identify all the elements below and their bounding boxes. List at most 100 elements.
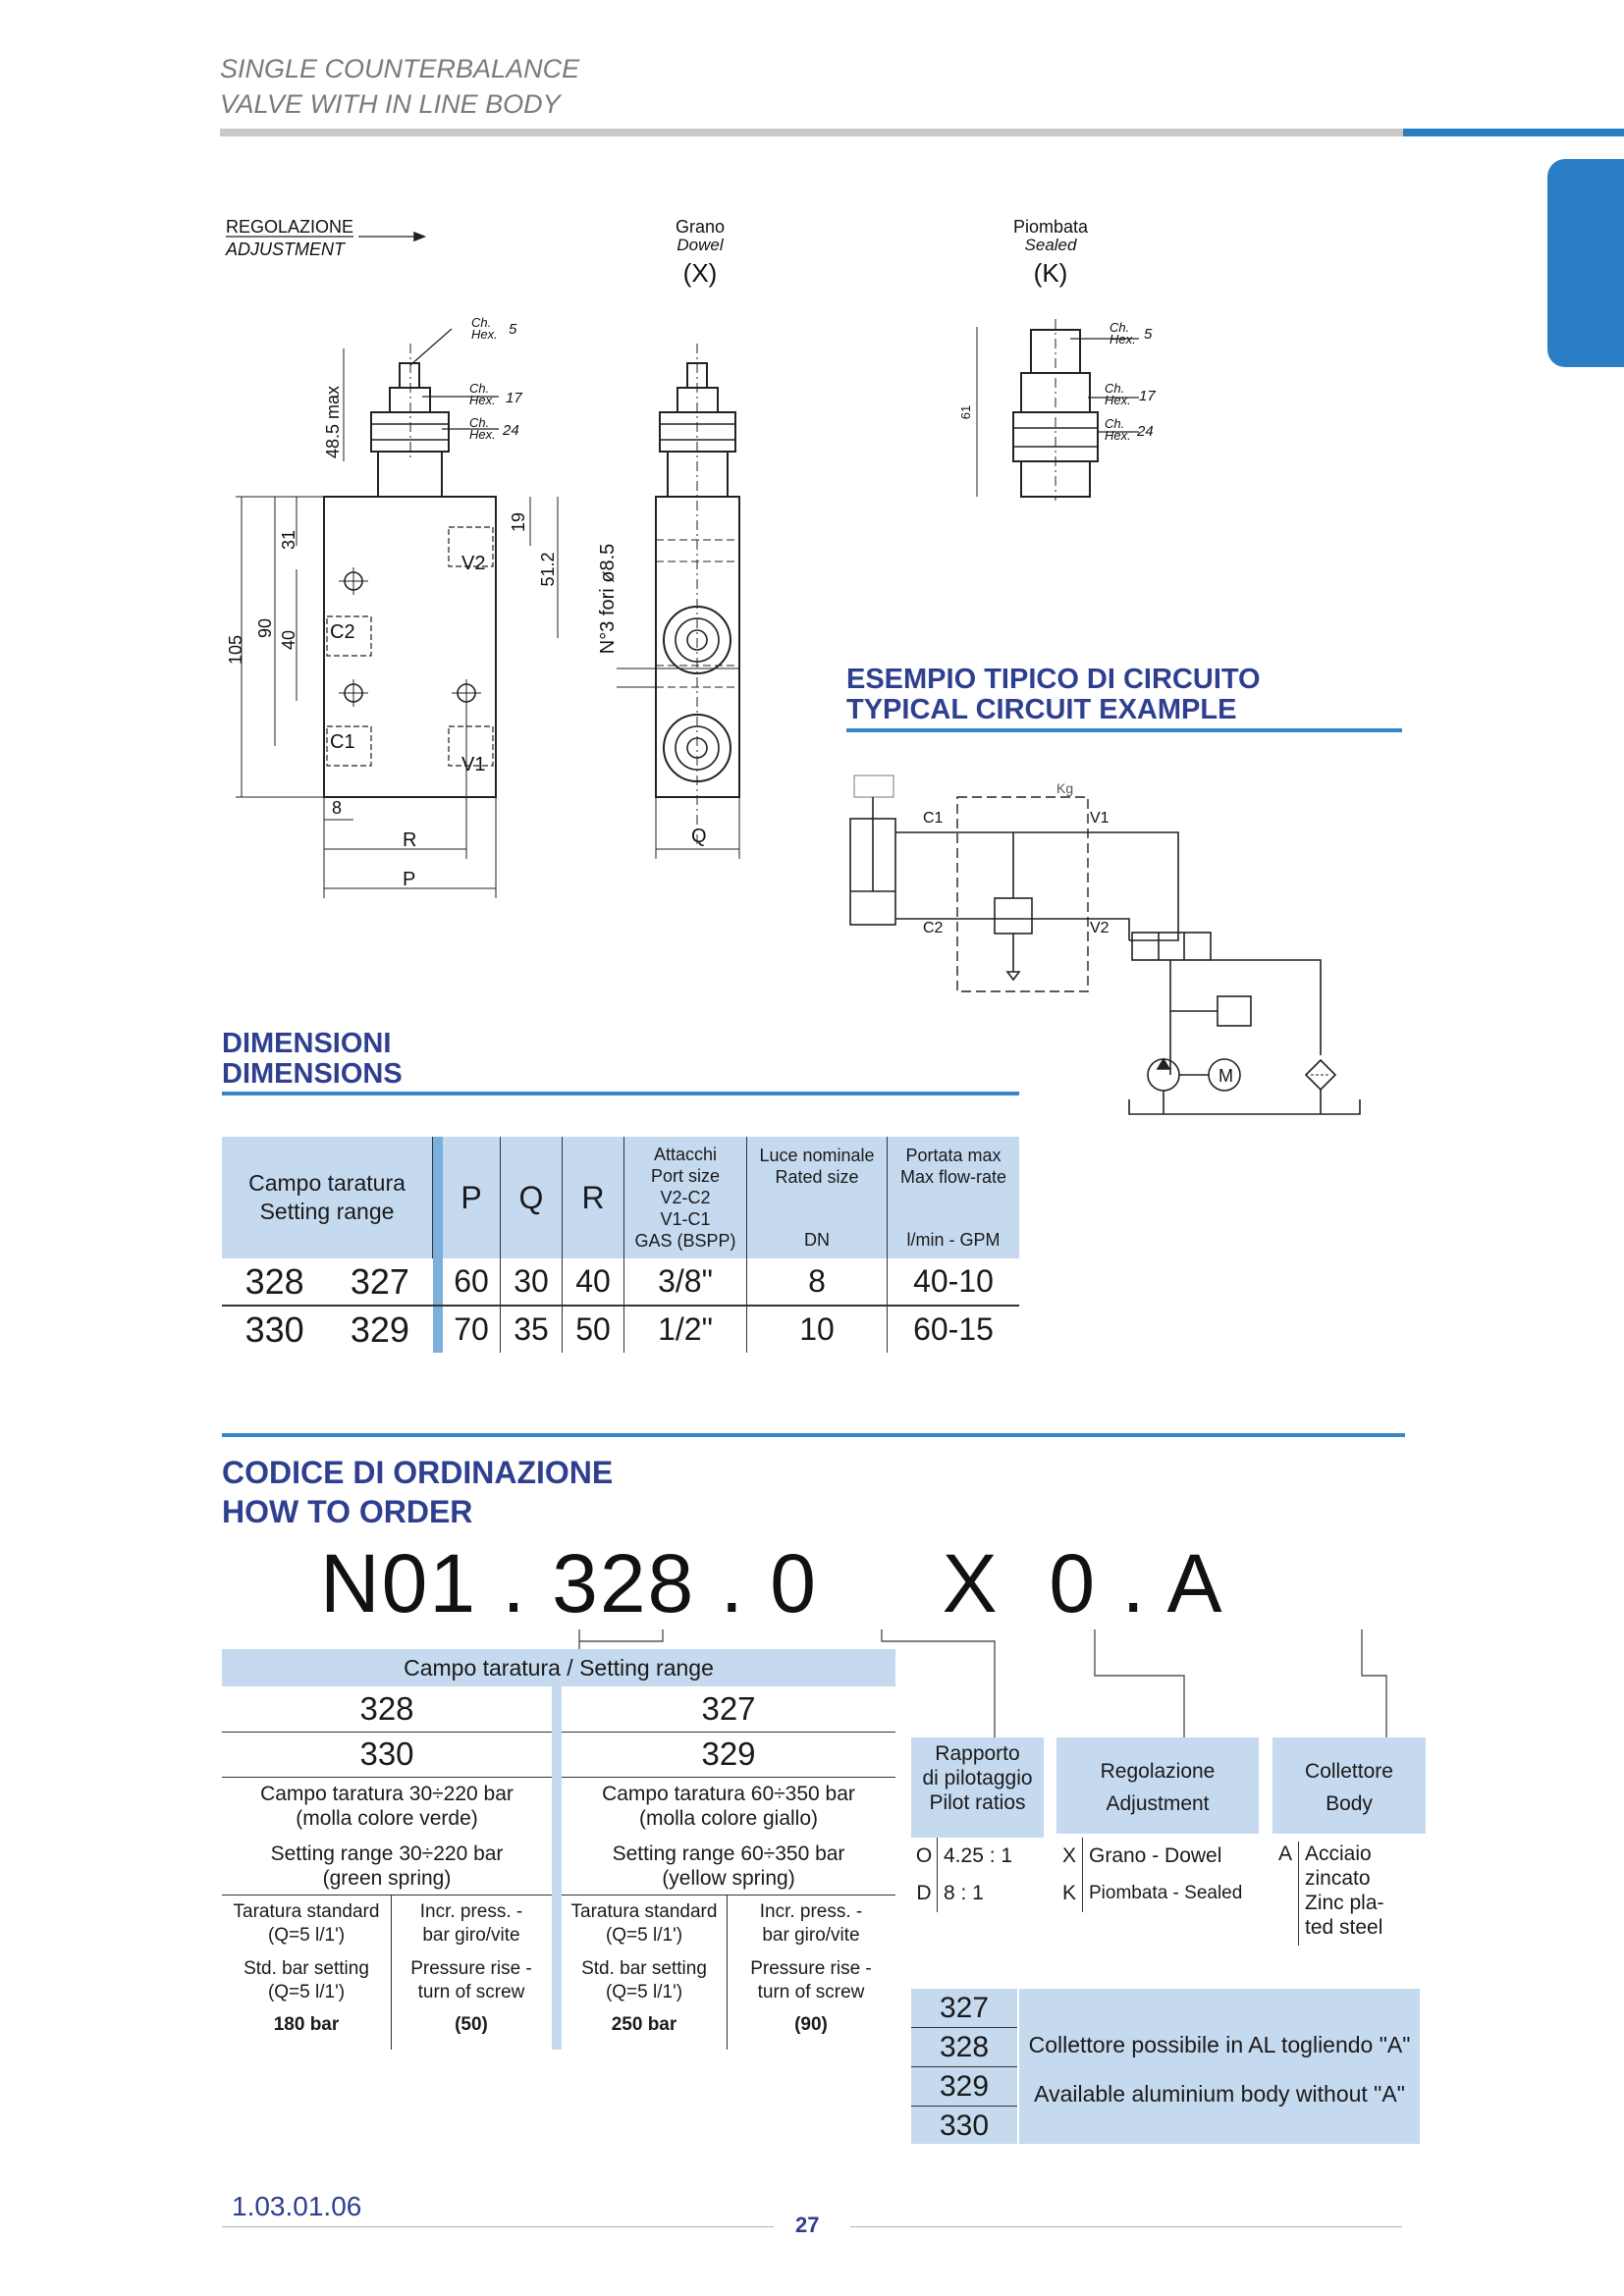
- dimensions-header-row: Campo taratura Setting range P Q R Attac…: [222, 1137, 1019, 1258]
- svg-text:17: 17: [1139, 388, 1156, 404]
- setting-inc-right-en: Pressure rise - turn of screw: [750, 1958, 872, 2002]
- dowel-code: (X): [683, 258, 718, 288]
- order-title-it: CODICE DI ORDINAZIONE: [222, 1455, 614, 1490]
- dimensions-row: 330 329 70 35 50 1/2" 10 60-15: [222, 1306, 1019, 1353]
- circuit-title: ESEMPIO TIPICO DI CIRCUITO TYPICAL CIRCU…: [846, 665, 1261, 725]
- sealed-label-en: Sealed: [1025, 236, 1077, 254]
- svg-text:Hex.: Hex.: [469, 393, 496, 407]
- svg-text:5: 5: [1144, 326, 1153, 343]
- col-rated-size: Luce nominale Rated size DN: [746, 1137, 888, 1258]
- col-flow-rate: Portata max Max flow-rate l/min - GPM: [887, 1137, 1019, 1258]
- setting-std-right-it: Taratura standard (Q=5 l/1'): [570, 1901, 718, 1946]
- row-flow: 60-15: [913, 1311, 994, 1347]
- svg-text:Hex.: Hex.: [1110, 332, 1136, 347]
- row-port: 3/8": [623, 1258, 747, 1307]
- svg-text:Ch.: Ch.: [1110, 320, 1129, 335]
- row-flow: 40-10: [887, 1258, 1019, 1307]
- svg-text:C2: C2: [923, 920, 944, 936]
- header-line-2: VALVE WITH IN LINE BODY: [220, 89, 561, 119]
- svg-text:Hex.: Hex.: [1105, 428, 1131, 443]
- adjustment-label-it: REGOLAZIONE: [226, 217, 353, 237]
- svg-text:48.5 max: 48.5 max: [323, 386, 343, 458]
- svg-text:Q: Q: [691, 826, 707, 847]
- header-rule: [220, 129, 1403, 136]
- alu-code: 329: [911, 2067, 1017, 2107]
- setting-code-left-1: 328: [222, 1686, 552, 1733]
- row-port: 1/2": [623, 1306, 747, 1353]
- setting-range-head: Campo taratura / Setting range: [222, 1649, 895, 1686]
- header-rule-accent: [1403, 129, 1624, 136]
- svg-text:40: 40: [279, 630, 298, 650]
- svg-text:19: 19: [509, 512, 528, 532]
- svg-text:Hex.: Hex.: [1105, 393, 1131, 407]
- setting-std-right-value: 250 bar: [611, 2014, 677, 2035]
- svg-text:V2: V2: [461, 553, 485, 574]
- alu-code: 330: [939, 2109, 990, 2142]
- svg-text:Ch.: Ch.: [469, 415, 489, 430]
- svg-text:90: 90: [255, 618, 275, 638]
- setting-std-left-it: Taratura standard (Q=5 l/1'): [233, 1901, 380, 1946]
- body-option: A Acciaio zincato Zinc pla- ted steel: [1272, 1842, 1426, 1946]
- order-title: CODICE DI ORDINAZIONE HOW TO ORDER: [222, 1453, 613, 1531]
- circuit-title-it: ESEMPIO TIPICO DI CIRCUITO: [846, 664, 1261, 695]
- setting-inc-right-value: (90): [794, 2014, 828, 2035]
- order-top-rule: [222, 1433, 1405, 1437]
- svg-text:61: 61: [958, 405, 973, 419]
- svg-text:17: 17: [506, 390, 522, 406]
- row-code-b: 327: [327, 1258, 433, 1307]
- order-code: N01 . 328 . 0 X 0 . A: [320, 1537, 1224, 1629]
- svg-text:105: 105: [226, 635, 245, 665]
- section-side-tab: [1547, 159, 1624, 367]
- svg-text:31: 31: [279, 530, 298, 550]
- valve-technical-drawing: REGOLAZIONE ADJUSTMENT Grano Dowel (X) P…: [225, 217, 1361, 1115]
- dimensions-title-en: DIMENSIONS: [222, 1058, 403, 1090]
- svg-text:C2: C2: [330, 621, 355, 643]
- footer-rule-right: [850, 2226, 1402, 2227]
- dimensions-title-rule: [222, 1092, 1019, 1095]
- row-r: 50: [562, 1306, 624, 1353]
- svg-text:V2: V2: [1090, 920, 1110, 936]
- setting-desc-right-en: Setting range 60÷350 bar (yellow spring): [612, 1842, 845, 1890]
- aluminium-codes: 327 328 329 330: [911, 1989, 1019, 2144]
- svg-text:V1: V1: [461, 754, 485, 775]
- svg-text:Hex.: Hex.: [471, 327, 498, 342]
- dimensions-title: DIMENSIONI DIMENSIONS: [222, 1029, 403, 1090]
- circuit-title-rule: [846, 728, 1402, 732]
- svg-text:8: 8: [332, 798, 342, 818]
- dimensions-row: 328 327 60 30 40 3/8" 8 40-10: [222, 1258, 1019, 1307]
- sealed-code: (K): [1034, 258, 1068, 288]
- col-port-size: Attacchi Port size V2-C2 V1-C1 GAS (BSPP…: [623, 1137, 747, 1258]
- svg-text:Kg: Kg: [1056, 780, 1073, 796]
- setting-desc-left-en: Setting range 30÷220 bar (green spring): [270, 1842, 504, 1890]
- setting-code-right-2: 329: [562, 1732, 895, 1778]
- alu-code: 327: [911, 1989, 1017, 2028]
- setting-inc-left-en: Pressure rise - turn of screw: [410, 1958, 532, 2002]
- order-code-leaders: [578, 1629, 1387, 1737]
- col-r: R: [562, 1137, 624, 1258]
- svg-text:C1: C1: [923, 810, 944, 827]
- circuit-title-en: TYPICAL CIRCUIT EXAMPLE: [846, 694, 1237, 725]
- setting-std-left-value: 180 bar: [273, 2014, 340, 2035]
- dimensions-title-it: DIMENSIONI: [222, 1028, 392, 1059]
- svg-text:P: P: [403, 869, 415, 890]
- svg-text:M: M: [1218, 1066, 1233, 1086]
- setting-desc-left-it: Campo taratura 30÷220 bar (molla colore …: [260, 1783, 514, 1830]
- row-q: 30: [500, 1258, 563, 1307]
- header-line-1: SINGLE COUNTERBALANCE: [220, 54, 580, 83]
- setting-range-table: 328 330 Campo taratura 30÷220 bar (molla…: [222, 1686, 895, 2050]
- setting-std-right-en: Std. bar setting (Q=5 l/1'): [581, 1958, 707, 2002]
- aluminium-note-box: 327 328 329 330 Collettore possibile in …: [911, 1989, 1420, 2144]
- footer-code: 1.03.01.06: [232, 2191, 362, 2221]
- svg-text:51.2: 51.2: [538, 552, 558, 586]
- svg-text:V1: V1: [1090, 810, 1110, 827]
- setting-code-left-2: 330: [222, 1732, 552, 1778]
- setting-desc-right-it: Campo taratura 60÷350 bar (molla colore …: [602, 1783, 855, 1830]
- setting-range-divider: [552, 1686, 562, 2050]
- footer-rule-left: [222, 2226, 774, 2227]
- setting-std-left-en: Std. bar setting (Q=5 l/1'): [244, 1958, 369, 2002]
- row-r: 40: [562, 1258, 624, 1307]
- row-code-a: 330: [244, 1308, 304, 1350]
